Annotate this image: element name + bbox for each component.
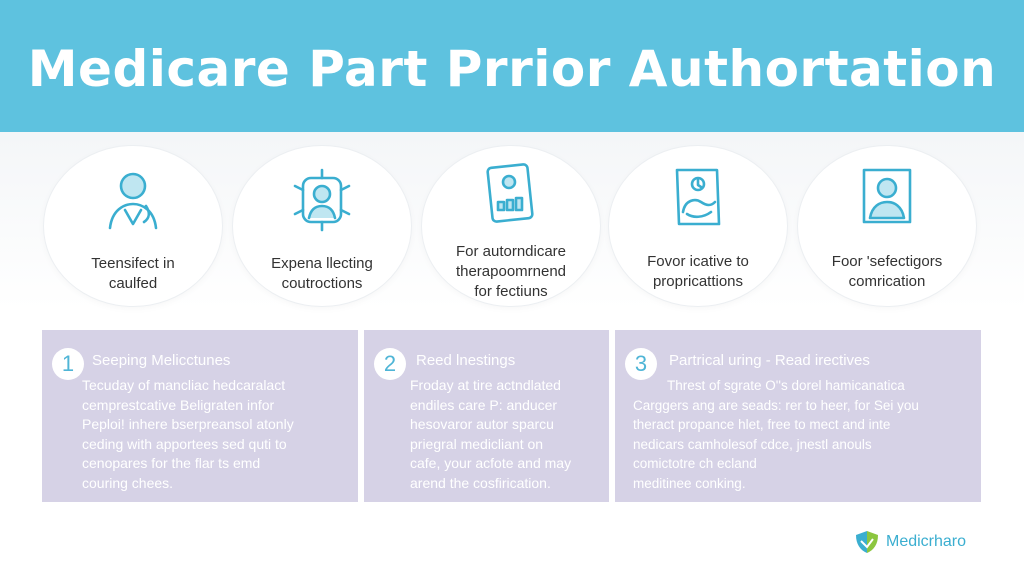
step-line: Peploi! inhere bserpreansol atonly — [82, 416, 294, 432]
step-panel-1: 1 Seeping Melicctunes Tecuday of manclia… — [42, 330, 358, 502]
step-description: Froday at tire actndlated endiles care P… — [410, 376, 599, 493]
circle-caption-line: comrication — [848, 273, 926, 290]
step-title: Reed lnestings — [416, 352, 516, 369]
circle-caption-line: coutroctions — [281, 275, 363, 292]
header-banner: Medicare Part Prrior Authortation — [0, 0, 1024, 132]
step-panel-2: 2 Reed lnestings Froday at tire actndlat… — [364, 330, 609, 502]
step-line: hesovaror autor sparcu — [410, 416, 554, 432]
step-line: priegral medicliant on — [410, 435, 544, 452]
step-line: theract propance hlet, free to mect and … — [633, 417, 891, 432]
step-line: cenopares for the flar ts emd — [82, 455, 261, 471]
step-line: Tecuday of mancliac hedcaralact — [82, 377, 286, 393]
page-title: Medicare Part Prrior Authortation — [27, 40, 997, 98]
step-description: Threst of sgrate O''s dorel hamicanatica… — [633, 376, 971, 493]
circle-caption-line: Teensifect in — [91, 255, 175, 272]
circle-caption-line: For autorndicare — [455, 243, 567, 260]
document-chart-icon — [486, 163, 534, 223]
step-line: arend the cosfirication. — [410, 474, 551, 491]
step-line: Carggers ang are seads: rer to heer, for… — [633, 397, 919, 413]
step-line: cemprestcative Beligraten infor — [82, 396, 275, 413]
circle-caption-line: Foor 'sefectigors — [831, 253, 943, 270]
step-panel-3: 3 Partrical uring - Read irectives Thres… — [615, 330, 981, 502]
feature-circle-2: Expena llecting coutroctions — [233, 146, 411, 306]
circle-caption-line: propricattions — [652, 273, 744, 290]
shield-leaf-icon — [856, 531, 878, 553]
clipboard-hand-icon — [675, 168, 721, 226]
circle-caption-line: Fovor icative to — [647, 253, 749, 270]
step-line: Froday at tire actndlated — [410, 377, 561, 393]
feature-circle-5: Foor 'sefectigors comrication — [798, 146, 976, 306]
circle-caption-line: therapoomrnend — [455, 263, 567, 280]
brand-name: Medicrharo — [886, 533, 967, 550]
person-avatar-icon — [108, 172, 158, 230]
step-line: Threst of sgrate O''s dorel hamicanatica — [667, 378, 905, 393]
circle-caption-line: caulfed — [108, 275, 158, 292]
step-line: meditinee conking. — [633, 475, 746, 491]
step-line: ceding with apportees sed quti to — [82, 435, 287, 452]
step-description: Tecuday of mancliac hedcaralact cemprest… — [82, 376, 348, 493]
step-line: comictotre ch ecland — [633, 456, 757, 471]
person-network-icon — [293, 168, 351, 232]
step-line: couring chees. — [82, 474, 174, 491]
feature-circle-3: For autorndicare therapoomrnend for fect… — [422, 146, 600, 306]
step-number-badge: 3 — [625, 348, 657, 380]
step-number-badge: 2 — [374, 348, 406, 380]
step-line: nedicars camholesof cdce, jnestl anouls — [633, 436, 872, 452]
step-line: cafe, your acfote and may — [410, 455, 572, 471]
circle-caption-line: for fectiuns — [474, 283, 548, 300]
step-title: Seeping Melicctunes — [92, 352, 231, 369]
step-line: endiles care P: anducer — [410, 396, 558, 413]
circle-caption-line: Expena llecting — [271, 255, 373, 272]
feature-circle-4: Fovor icative to propricattions — [609, 146, 787, 306]
step-number-badge: 1 — [52, 348, 84, 380]
step-title: Partrical uring - Read irectives — [669, 352, 870, 369]
profile-card-icon — [862, 168, 912, 224]
feature-circle-1: Teensifect in caulfed — [44, 146, 222, 306]
